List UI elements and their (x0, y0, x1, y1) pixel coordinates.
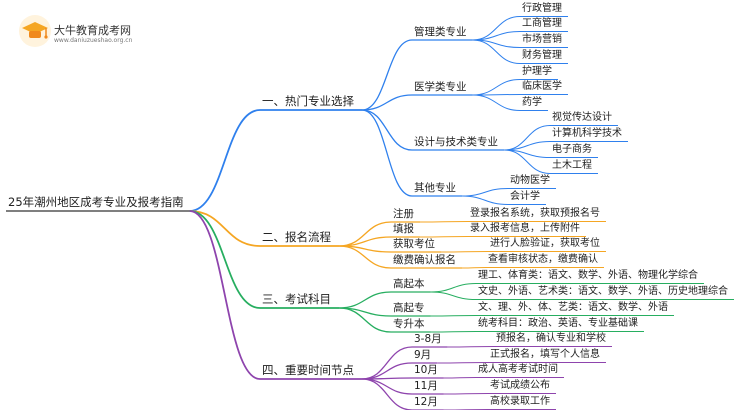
connector-38 (189, 210, 261, 247)
connector-4 (361, 39, 413, 111)
node-zhuanshengben: 专升本 (393, 318, 425, 330)
connector-52 (338, 245, 392, 269)
graduation-cap-icon (19, 15, 51, 47)
branch-popular-majors: 一、热门专业选择 (262, 94, 354, 108)
leaf-date-mar-aug-detail: 预报名，确认专业和学校 (496, 333, 606, 344)
leaf-e-commerce: 电子商务 (552, 144, 592, 155)
connector-40 (338, 221, 392, 247)
leaf-public-admin: 行政管理 (522, 3, 562, 14)
node-gaoqiben: 高起本 (393, 278, 425, 290)
leaf-register-detail: 登录报名系统，获取预报名号 (470, 208, 600, 219)
leaf-get-seat-detail: 进行人脸验证，获取考位 (490, 238, 600, 249)
leaf-zhuanshengben-subjects: 统考科目：政治、英语、专业基础课 (478, 318, 638, 329)
node-date-oct: 10月 (414, 364, 438, 376)
leaf-date-nov-detail: 考试成绩公布 (490, 380, 550, 391)
connector-78 (361, 362, 413, 380)
connector-54 (461, 267, 487, 269)
connector-80 (437, 362, 489, 364)
node-date-mar-aug: 3-8月 (414, 333, 442, 345)
connector-30 (503, 149, 551, 174)
root-topic: 25年潮州地区成考专业及报考指南 (8, 195, 184, 209)
connector-60 (430, 283, 477, 293)
connector-32 (361, 109, 413, 197)
node-get-seat: 获取考位 (393, 238, 435, 250)
leaf-pharmacy: 药学 (522, 97, 542, 108)
connector-46 (419, 236, 469, 238)
leaf-gaoqiben-humanities: 文史、外语、艺术类：语文、数学、外语、历史地理综合 (478, 286, 728, 297)
connector-18 (472, 94, 521, 96)
connector-58 (338, 291, 392, 309)
leaf-date-dec-detail: 高校录取工作 (490, 396, 550, 407)
node-date-nov: 11月 (414, 380, 438, 392)
node-date-dec: 12月 (414, 396, 438, 408)
connector-50 (440, 251, 489, 253)
logo-title: 大牛教育成考网 (54, 24, 131, 37)
connector-88 (443, 393, 489, 395)
node-fill-in: 填报 (393, 223, 414, 235)
connector-2 (189, 109, 261, 212)
leaf-gaoqiben-science: 理工、体育类：语文、数学、外语、物理化学综合 (478, 270, 698, 281)
connector-84 (443, 377, 477, 379)
branch-registration: 二、报名流程 (262, 230, 331, 244)
node-date-sep: 9月 (414, 349, 432, 361)
connector-14 (361, 94, 413, 111)
connector-76 (447, 346, 495, 348)
connector-68 (338, 307, 392, 333)
leaf-nursing: 护理学 (522, 66, 552, 77)
leaf-clinical: 临床医学 (522, 81, 562, 92)
branch-key-dates: 四、重要时间节点 (262, 363, 354, 377)
leaf-business-admin: 工商管理 (522, 18, 562, 29)
connector-20 (472, 94, 521, 111)
node-pay-confirm: 缴费确认报名 (393, 254, 456, 266)
connector-86 (361, 378, 413, 395)
connector-34 (461, 188, 509, 197)
leaf-accounting: 会计学 (510, 191, 540, 202)
connector-62 (430, 291, 477, 300)
leaf-pay-confirm-detail: 查看审核状态，缴费确认 (488, 254, 598, 265)
leaf-finance: 财务管理 (522, 50, 562, 61)
connector-24 (503, 125, 551, 151)
connector-90 (361, 378, 413, 410)
leaf-date-oct-detail: 成人高考考试时间 (478, 364, 558, 375)
leaf-visual-design: 视觉传达设计 (552, 112, 612, 123)
node-register: 注册 (393, 208, 414, 220)
connector-56 (189, 210, 261, 309)
leaf-date-sep-detail: 正式报名，填写个人信息 (490, 349, 600, 360)
connector-70 (430, 331, 477, 333)
connector-12 (472, 39, 521, 64)
connector-22 (361, 109, 413, 151)
leaf-gaoqizhuan-subjects: 文、理、外、体、艺类：语文、数学、外语 (478, 302, 668, 313)
connector-16 (472, 79, 521, 96)
node-management: 管理类专业 (414, 26, 467, 38)
leaf-civil-engineering: 土木工程 (552, 160, 592, 171)
logo-url: www.daniuzueshao.org.cn (54, 37, 133, 44)
leaf-veterinary: 动物医学 (510, 175, 550, 186)
connector-6 (472, 16, 521, 41)
node-medicine: 医学类专业 (414, 81, 467, 93)
leaf-fill-in-detail: 录入报考信息，上传附件 (470, 223, 580, 234)
logo (18, 14, 52, 52)
leaf-marketing: 市场营销 (522, 34, 562, 45)
node-other: 其他专业 (414, 182, 456, 194)
connector-66 (430, 315, 477, 317)
node-design-tech: 设计与技术类专业 (414, 136, 498, 148)
leaf-computer-science: 计算机科学技术 (552, 128, 622, 139)
connector-72 (189, 210, 261, 380)
connector-36 (461, 195, 509, 205)
node-gaoqizhuan: 高起专 (393, 302, 425, 314)
branch-exam-subjects: 三、考试科目 (262, 292, 331, 306)
connector-42 (419, 221, 469, 223)
